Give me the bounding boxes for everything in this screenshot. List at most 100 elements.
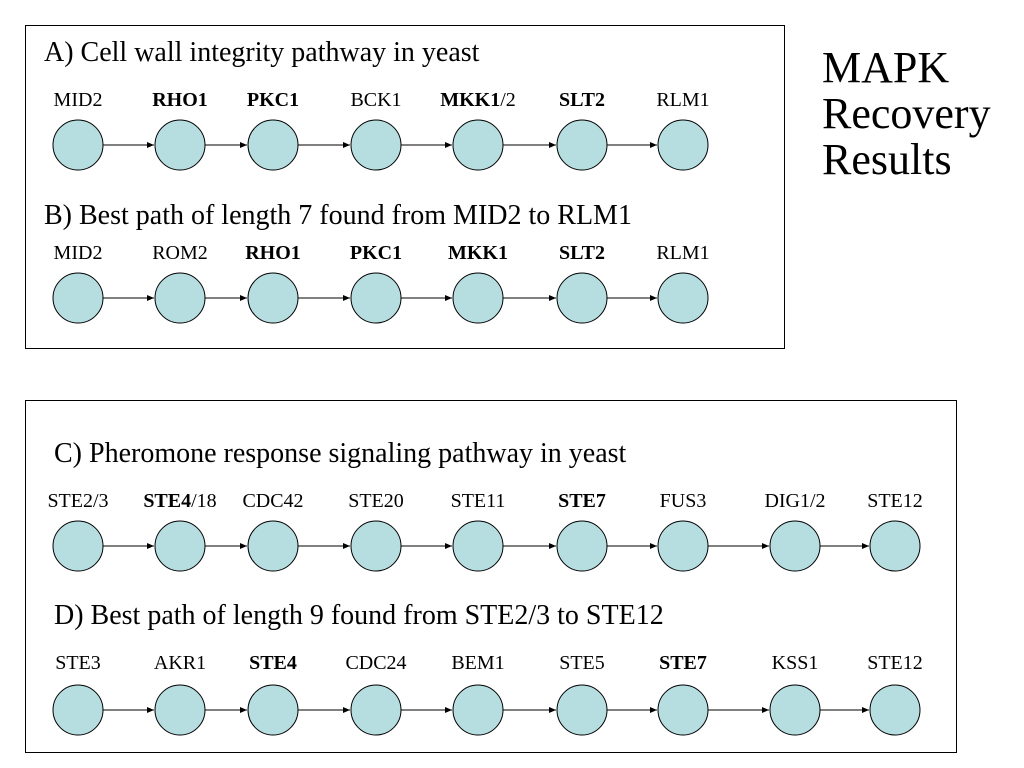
pathway-node xyxy=(350,684,402,736)
node-label: DIG1/2 xyxy=(764,491,825,511)
node-label: PKC1 xyxy=(247,90,299,110)
node-label-part: PKC1 xyxy=(246,89,300,111)
node-label-part: STE4 xyxy=(249,652,297,674)
node-label-part: STE20 xyxy=(348,490,404,512)
node-label: RLM1 xyxy=(656,243,709,263)
pathway-node xyxy=(247,684,299,736)
pathway-node xyxy=(247,520,299,572)
node-label: RHO1 xyxy=(152,90,208,110)
slide-title: MAPK Recovery Results xyxy=(822,45,991,182)
node-label: STE12 xyxy=(867,653,923,673)
pathway-node xyxy=(52,684,104,736)
node-label: STE20 xyxy=(348,491,404,511)
node-label: STE12 xyxy=(867,491,923,511)
node-label-part: DIG1/2 xyxy=(764,490,826,512)
node-label-part: RHO1 xyxy=(152,89,208,111)
pathway-node xyxy=(657,272,709,324)
node-label-part: SLT2 xyxy=(559,242,605,264)
pathway-node xyxy=(350,520,402,572)
pathway-node xyxy=(350,272,402,324)
pathway-node xyxy=(657,684,709,736)
node-label-part: STE7 xyxy=(659,652,707,674)
pathway-node xyxy=(52,520,104,572)
node-label-part: PKC1 xyxy=(349,242,403,264)
node-label: AKR1 xyxy=(154,653,206,673)
node-label: SLT2 xyxy=(559,243,605,263)
node-label-part: STE4 xyxy=(143,490,192,512)
node-label: CDC42 xyxy=(242,491,303,511)
pathway-node xyxy=(556,272,608,324)
node-label-part: STE12 xyxy=(867,652,923,674)
node-label-part: AKR1 xyxy=(153,652,207,674)
pathway-node xyxy=(154,119,206,171)
node-label: STE7 xyxy=(659,653,707,673)
node-label: MKK1/2 xyxy=(440,90,516,110)
node-label: PKC1 xyxy=(350,243,402,263)
node-label: BCK1 xyxy=(350,90,401,110)
node-label-part: STE12 xyxy=(867,490,923,512)
title-line-1: MAPK xyxy=(822,43,950,92)
node-label-part: RLM1 xyxy=(656,89,710,111)
node-label-part: STE5 xyxy=(559,652,605,674)
pathway-node xyxy=(769,520,821,572)
node-label-part: MID2 xyxy=(53,89,103,111)
node-label: STE11 xyxy=(451,491,506,511)
node-label: KSS1 xyxy=(772,653,819,673)
pathway-node xyxy=(350,119,402,171)
pathway-node xyxy=(452,520,504,572)
node-label: SLT2 xyxy=(559,90,605,110)
node-label: STE2/3 xyxy=(47,491,108,511)
pathway-node xyxy=(452,119,504,171)
node-label-part: STE11 xyxy=(450,490,506,512)
pathway-node xyxy=(247,272,299,324)
pathway-node xyxy=(154,520,206,572)
node-label: MID2 xyxy=(54,90,103,110)
pathway-node xyxy=(52,119,104,171)
node-label-part: BEM1 xyxy=(451,652,505,674)
pathway-node xyxy=(769,684,821,736)
node-label-part: SLT2 xyxy=(559,89,605,111)
node-label: STE5 xyxy=(559,653,605,673)
cell-wall-panel xyxy=(25,25,785,349)
pathway-node xyxy=(452,684,504,736)
node-label-part: CDC24 xyxy=(345,652,407,674)
pathway-node xyxy=(556,684,608,736)
node-label-part: CDC42 xyxy=(242,490,304,512)
pathway-node xyxy=(556,119,608,171)
pathway-node xyxy=(52,272,104,324)
heading-c: C) Pheromone response signaling pathway … xyxy=(54,438,627,469)
heading-a: A) Cell wall integrity pathway in yeast xyxy=(44,37,480,68)
node-label-part: ROM2 xyxy=(152,242,208,264)
node-label: RHO1 xyxy=(245,243,301,263)
pathway-node xyxy=(869,684,921,736)
pathway-node xyxy=(452,272,504,324)
heading-b: B) Best path of length 7 found from MID2… xyxy=(44,200,632,231)
node-label-part: KSS1 xyxy=(771,652,819,674)
node-label-part: FUS3 xyxy=(659,490,707,512)
node-label-part: MID2 xyxy=(53,242,103,264)
title-line-2: Recovery xyxy=(822,88,991,138)
node-label: CDC24 xyxy=(345,653,406,673)
node-label-part: MKK1 xyxy=(440,89,501,111)
node-label-part: MKK1 xyxy=(448,242,508,264)
node-label: FUS3 xyxy=(660,491,707,511)
node-label-part: RHO1 xyxy=(245,242,301,264)
pathway-node xyxy=(657,520,709,572)
node-label: STE4/18 xyxy=(143,491,216,511)
pheromone-panel xyxy=(25,400,957,753)
node-label: MID2 xyxy=(54,243,103,263)
node-label: RLM1 xyxy=(656,90,709,110)
pathway-node xyxy=(154,684,206,736)
node-label-part: BCK1 xyxy=(350,89,402,111)
heading-d: D) Best path of length 9 found from STE2… xyxy=(54,600,664,631)
pathway-node xyxy=(247,119,299,171)
node-label: STE7 xyxy=(558,491,606,511)
title-line-3: Results xyxy=(822,134,952,184)
node-label-part: STE2/3 xyxy=(47,490,109,512)
pathway-node xyxy=(154,272,206,324)
node-label: BEM1 xyxy=(451,653,504,673)
node-label: MKK1 xyxy=(448,243,508,263)
node-label: ROM2 xyxy=(152,243,208,263)
pathway-node xyxy=(869,520,921,572)
